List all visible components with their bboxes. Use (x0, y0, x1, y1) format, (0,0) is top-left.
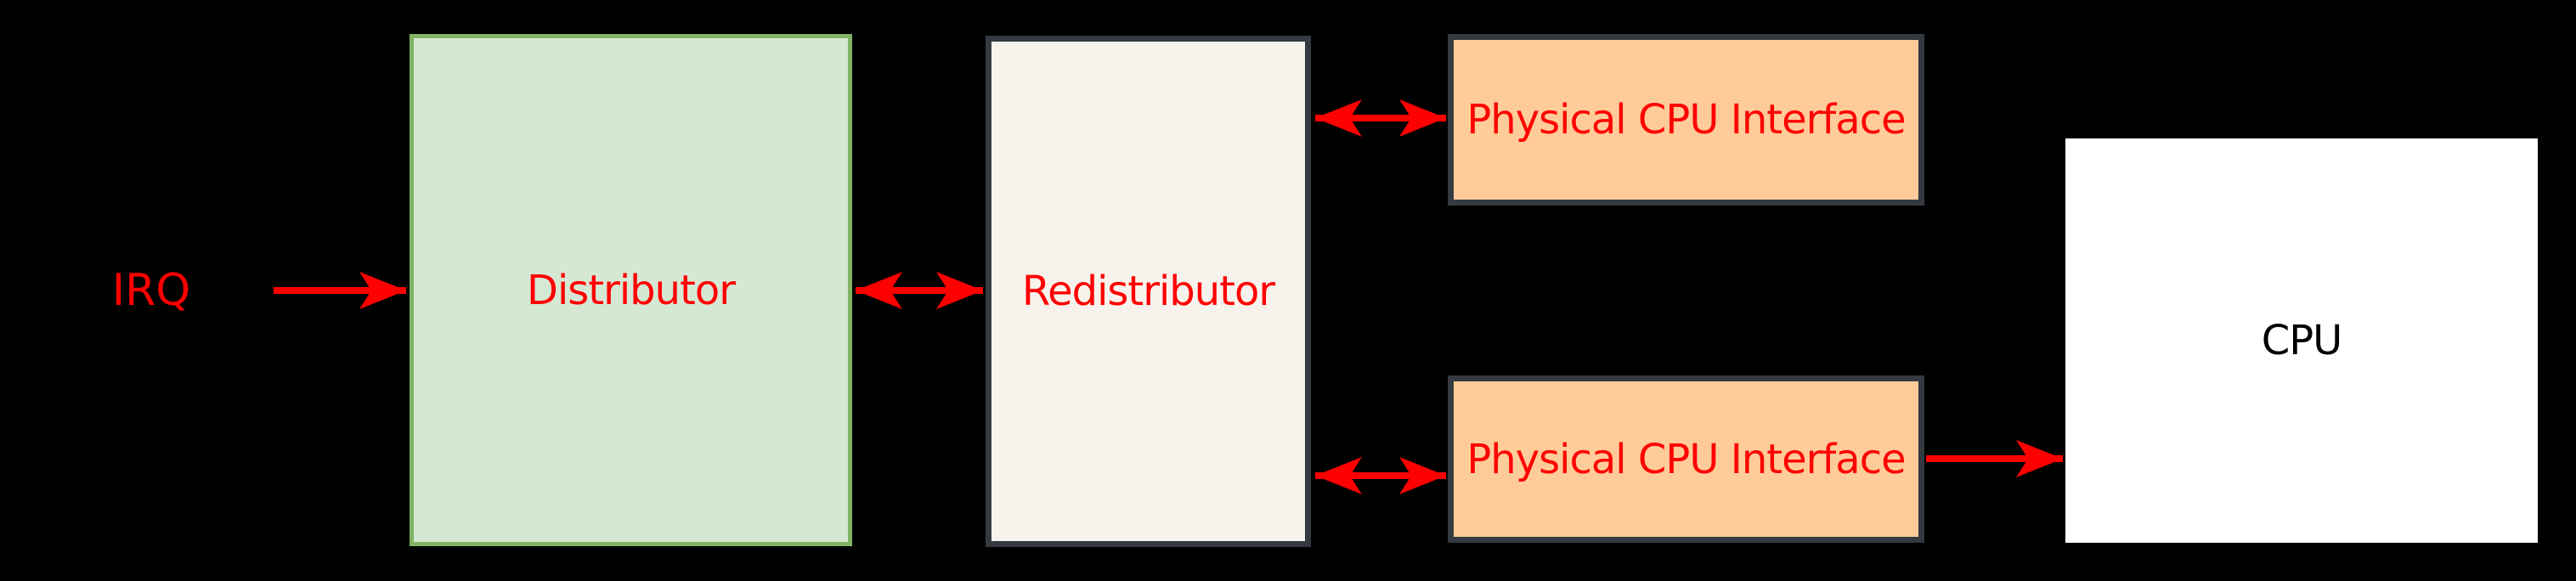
distributor-node: Distributor (410, 34, 852, 546)
redistributor-node: Redistributor (986, 36, 1311, 547)
redistributor-label: Redistributor (1021, 268, 1275, 315)
irq-label-text: IRQ (111, 265, 191, 316)
physical-cpu-interface-bottom-node: Physical CPU Interface (1448, 375, 1924, 543)
physical-cpu-interface-top-label: Physical CPU Interface (1466, 96, 1906, 144)
distributor-label: Distributor (526, 266, 736, 314)
physical-cpu-interface-top-node: Physical CPU Interface (1448, 34, 1924, 206)
cpu-node: CPU (2065, 138, 2538, 543)
physical-cpu-interface-bottom-label: Physical CPU Interface (1466, 435, 1906, 483)
irq-label: IRQ (83, 263, 219, 318)
cpu-label: CPU (2261, 317, 2343, 364)
